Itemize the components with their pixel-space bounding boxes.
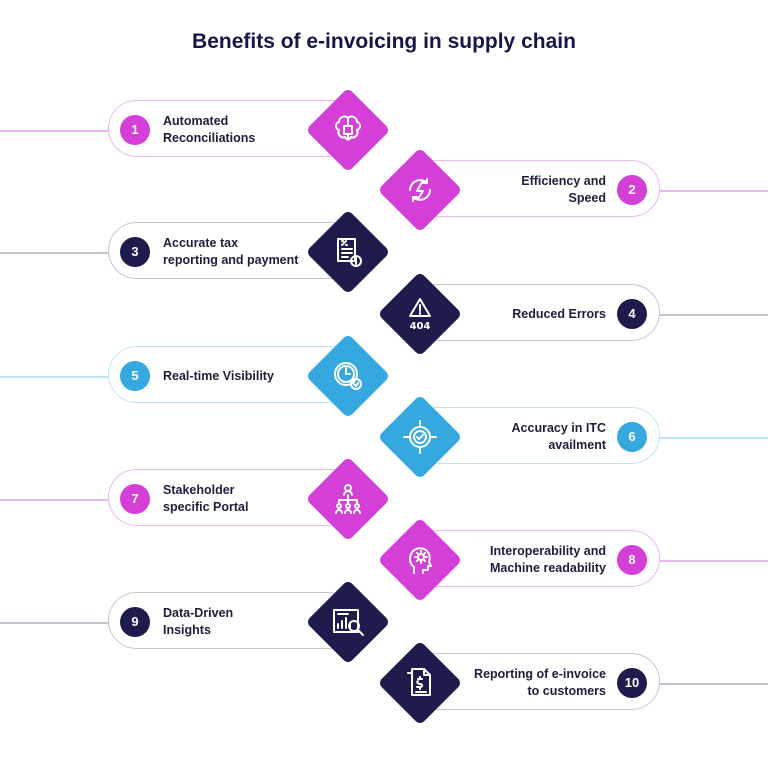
connector-line: [0, 252, 112, 254]
benefit-label-line: Insights: [163, 623, 211, 637]
connector-line: [656, 190, 768, 192]
benefit-item-7: 7 Stakeholder specific Portal: [0, 456, 768, 542]
benefit-label-line: Interoperability and: [490, 544, 606, 558]
benefit-label-line: Data-Driven: [163, 606, 234, 620]
benefit-number-badge: 4: [617, 299, 647, 329]
page-title: Benefits of e-invoicing in supply chain: [192, 30, 576, 53]
chart-magnifier-icon: [318, 592, 378, 652]
benefit-label-line: Accurate tax: [163, 236, 239, 250]
network-people-icon: [318, 469, 378, 529]
benefit-label-line: Machine readability: [489, 561, 606, 575]
benefit-number-badge: 9: [120, 607, 150, 637]
connector-line: [656, 314, 768, 316]
benefit-label-line: Speed: [568, 191, 606, 205]
connector-line: [0, 622, 112, 624]
benefit-number-badge: 3: [120, 237, 150, 267]
benefit-label: Stakeholder specific Portal: [163, 469, 248, 529]
benefit-label-line: specific Portal: [163, 500, 249, 514]
benefit-item-5: 5 Real-time Visibility: [0, 333, 768, 419]
benefit-number-badge: 8: [617, 545, 647, 575]
connector-line: [0, 376, 112, 378]
benefit-item-10: 10 Reporting of e-invoice to customers: [0, 640, 768, 726]
benefit-label-line: Reconciliations: [163, 131, 256, 145]
head-gear-icon: [390, 530, 450, 590]
benefit-number-badge: 5: [120, 361, 150, 391]
benefit-number-badge: 6: [617, 422, 647, 452]
lightning-refresh-icon: [390, 160, 450, 220]
benefit-label: Real-time Visibility: [163, 346, 274, 406]
benefit-label-line: Real-time Visibility: [163, 368, 274, 383]
connector-line: [0, 130, 112, 132]
benefit-number-badge: 1: [120, 115, 150, 145]
benefit-label-line: availment: [548, 438, 606, 452]
benefit-label-line: reporting and payment: [163, 253, 299, 267]
benefit-label-line: Stakeholder: [163, 483, 235, 497]
benefit-number-badge: 10: [617, 668, 647, 698]
benefit-label-line: Reporting of e-invoice: [474, 667, 606, 681]
tax-receipt-icon: [318, 222, 378, 282]
benefit-label-line: to customers: [527, 684, 607, 698]
benefit-label-line: Efficiency and: [521, 174, 606, 188]
benefit-item-3: 3 Accurate tax reporting and payment: [0, 209, 768, 295]
connector-line: [656, 683, 768, 685]
svg-text:404: 404: [410, 321, 431, 332]
connector-line: [0, 499, 112, 501]
benefit-label-line: Reduced Errors: [512, 306, 606, 321]
benefit-label: Accurate tax reporting and payment: [163, 222, 298, 282]
benefit-number-badge: 2: [617, 175, 647, 205]
connector-line: [656, 437, 768, 439]
benefit-label: Reporting of e-invoice to customers: [474, 653, 606, 713]
clock-icon: [318, 346, 378, 406]
connector-line: [656, 560, 768, 562]
invoice-dollar-icon: [390, 653, 450, 713]
benefit-label-line: Automated: [163, 114, 229, 128]
target-check-icon: [390, 407, 450, 467]
benefit-item-6: 6 Accuracy in ITC availment: [0, 394, 768, 480]
benefit-item-4: 404 4 Reduced Errors: [0, 271, 768, 357]
brain-chip-icon: [318, 100, 378, 160]
benefit-label-line: Accuracy in ITC: [511, 421, 606, 435]
benefit-label: Reduced Errors: [512, 284, 606, 344]
benefit-label: Accuracy in ITC availment: [512, 407, 606, 467]
benefit-number-badge: 7: [120, 484, 150, 514]
warning-404-icon: 404: [390, 284, 450, 344]
